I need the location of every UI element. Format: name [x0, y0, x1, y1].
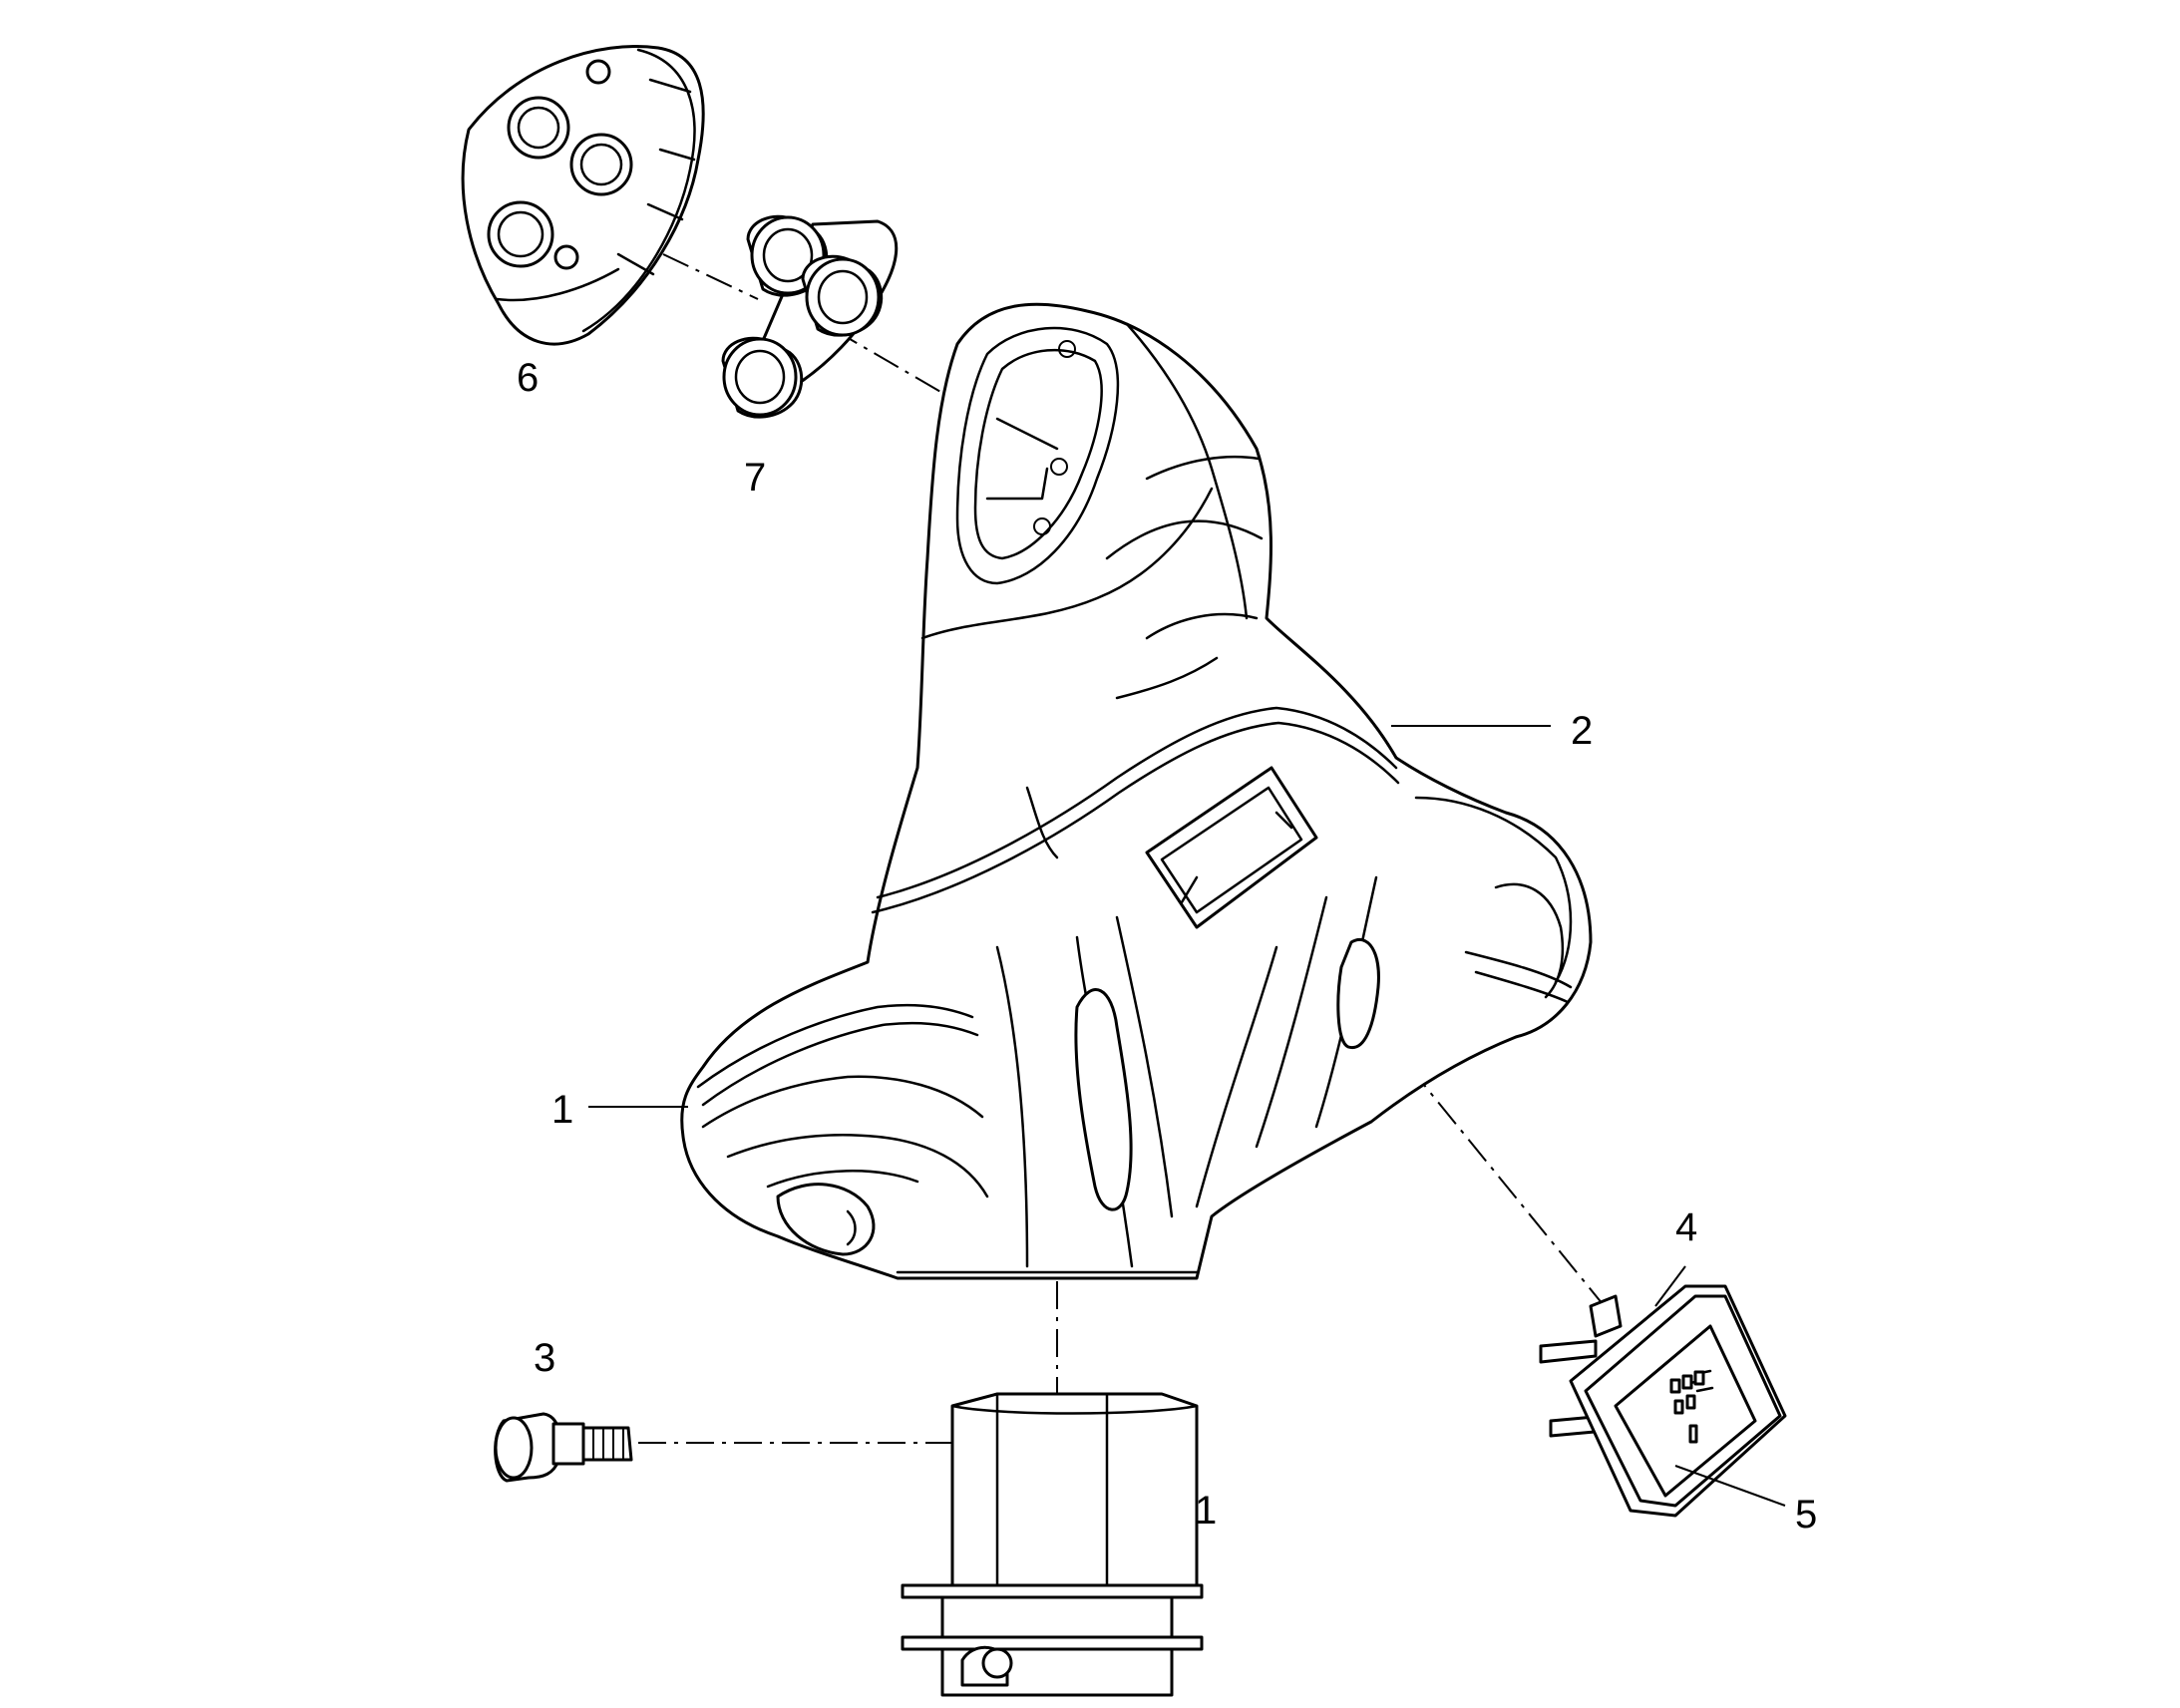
part-1-2-joystick-grip [680, 302, 1593, 1280]
part-4-5-rocker-switch [1539, 1284, 1787, 1518]
axis-cap-to-buttons [662, 253, 759, 300]
leader-lines [588, 725, 1786, 1507]
part-3-screw [494, 1412, 633, 1483]
callout-4: 4 [1675, 1205, 1697, 1249]
part-7-push-buttons [721, 214, 899, 419]
callout-7: 7 [744, 456, 766, 500]
callout-3: 3 [534, 1336, 555, 1380]
callout-6: 6 [517, 356, 539, 400]
callout-2: 2 [1571, 709, 1593, 753]
callout-1-upper: 1 [551, 1088, 573, 1132]
part-1-hex-adapter [901, 1392, 1204, 1697]
callout-5: 5 [1795, 1493, 1817, 1537]
leader-4 [1654, 1265, 1686, 1307]
callouts: 6 7 2 1 4 3 1 5 [517, 356, 1817, 1537]
part-6-cap-plate [461, 45, 705, 346]
callout-1-lower: 1 [1195, 1489, 1217, 1533]
leader-5 [1674, 1465, 1786, 1507]
